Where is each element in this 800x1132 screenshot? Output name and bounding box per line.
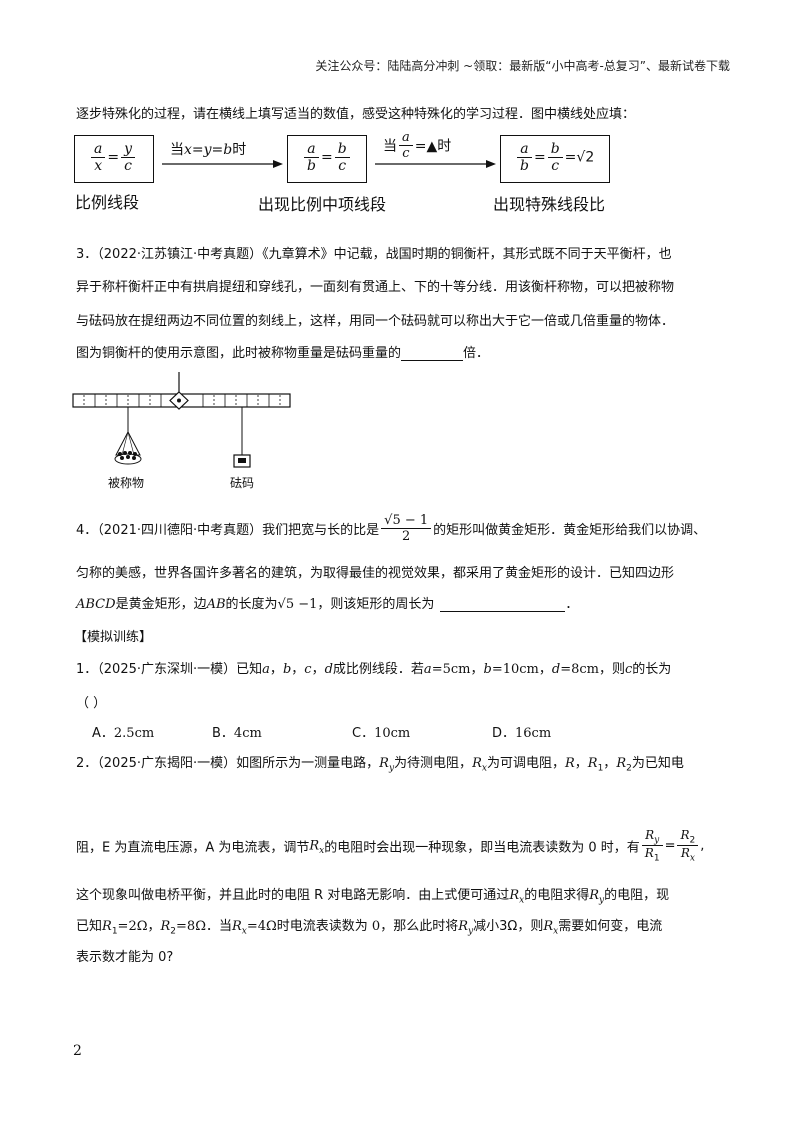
m2-line-3: 这个现象叫做电桥平衡，并且此时的电阻 R 对电路无影响．由上式便可通过Rx的电阻…: [76, 888, 670, 906]
label-weight: 砝码: [230, 476, 255, 490]
q4-source: （2021·四川德阳·中考真题）: [97, 523, 263, 538]
m1-option-c[interactable]: C．10cm: [352, 726, 411, 741]
m1-option-d[interactable]: D．16cm: [492, 726, 552, 741]
m1-option-b[interactable]: B．4cm: [212, 726, 262, 741]
q3-line-1: 3．（2022·江苏镇江·中考真题）《九章算术》中记载，战国时期的铜衡杆，其形式…: [76, 247, 672, 262]
m1-stem: 1．（2025·广东深圳·一模）已知a，b，c，d成比例线段．若a=5cm，b=…: [76, 662, 672, 677]
caption-proportional-segments: 比例线段: [75, 193, 140, 212]
label-object: 被称物: [108, 476, 145, 490]
q3-answer-blank[interactable]: [401, 360, 464, 361]
m2-line-5: 表示数才能为 0?: [76, 950, 174, 965]
m2-line-1: 2．（2025·广东揭阳·一模）如图所示为一测量电路，Ry为待测电阻，Rx为可调…: [76, 756, 684, 774]
section-title: 【模拟训练】: [74, 630, 153, 645]
q3-line-4: 图为铜衡杆的使用示意图，此时被称物重量是砝码重量的倍．: [76, 346, 490, 361]
caption-special-ratio: 出现特殊线段比: [493, 195, 606, 214]
m2-line-4: 已知R1=2Ω，R2=8Ω．当Rx=4Ω时电流表读数为 0，那么此时将Ry减小3…: [76, 919, 663, 937]
caption-mean-proportional: 出现比例中项线段: [258, 195, 387, 214]
q4-line-2: 匀称的美感，世界各国许多著名的建筑，为取得最佳的视觉效果，都采用了黄金矩形的设计…: [76, 566, 675, 581]
q4-number: 4．: [76, 523, 98, 538]
q3-source: （2022·江苏镇江·中考真题）: [97, 247, 263, 262]
page-header: 关注公众号：陆陆高分冲刺 ~领取：最新版“小中高考-总复习”、最新试卷下载: [315, 59, 730, 73]
arrow-2: [375, 160, 496, 168]
q4-line-3: ABCD是黄金矩形，边AB的长度为√5 −1，则该矩形的周长为．: [76, 597, 579, 612]
intro-text: 逐步特殊化的过程，请在横线上填写适当的数值，感受这种特殊化的学习过程．图中横线处…: [76, 107, 636, 122]
arrow-1: [162, 160, 283, 168]
m1-option-a[interactable]: A．2.5cm: [92, 726, 155, 741]
q3-line-2: 异于称杆衡杆正中有拱肩提纽和穿线孔，一面刻有贯通上、下的十等分线．用该衡杆称物，…: [76, 280, 675, 295]
m2-line-2: 阻，E 为直流电压源，A 为电流表，调节Rx的电阻时会出现一种现象，即当电流表读…: [76, 828, 705, 864]
q3-number: 3．: [76, 247, 98, 262]
balance-beam-figure: [72, 372, 291, 468]
m1-paren: （ ）: [76, 696, 107, 711]
page-number: 2: [73, 1043, 82, 1059]
q4-answer-blank[interactable]: [440, 611, 566, 612]
q3-line-3: 与砝码放在提纽两边不同位置的刻线上，这样，用同一个砝码就可以称出大于它一倍或几倍…: [76, 314, 675, 329]
arrow1-label: 当x=y=b时: [170, 142, 247, 158]
